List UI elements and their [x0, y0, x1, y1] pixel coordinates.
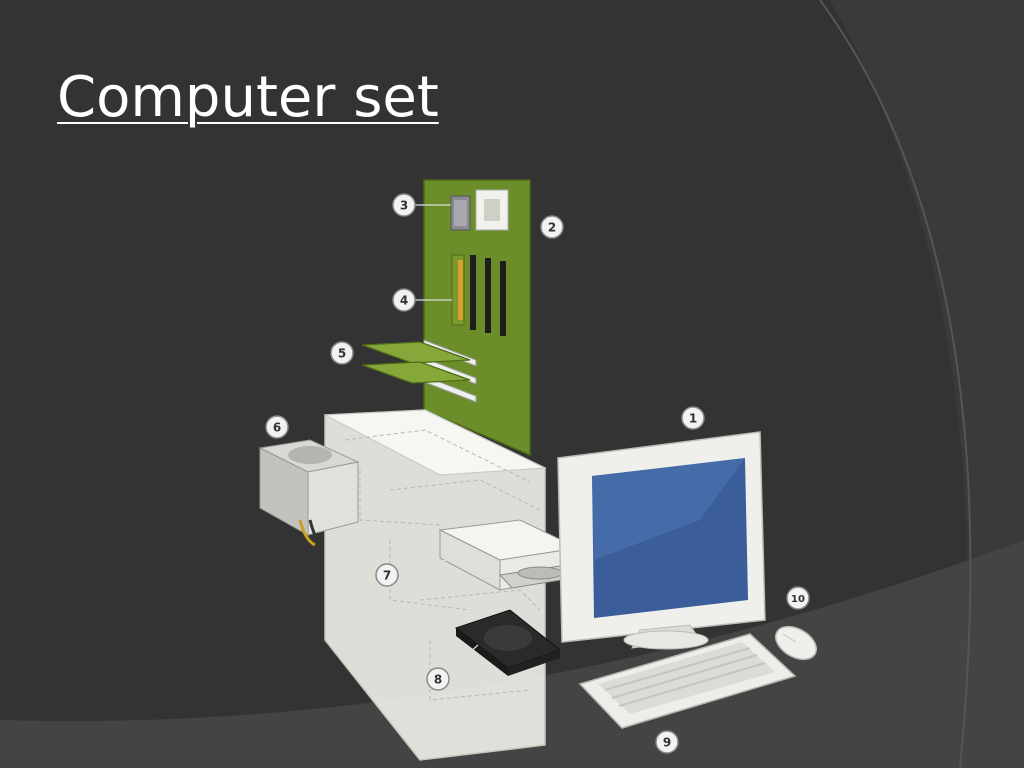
label-10: 10	[786, 586, 810, 610]
label-2-text: 2	[548, 221, 556, 235]
label-4-text: 4	[400, 294, 408, 308]
label-8-text: 8	[434, 673, 442, 687]
label-5: 5	[330, 341, 354, 365]
expansion-cards	[361, 341, 471, 384]
label-10-text: 10	[791, 594, 805, 605]
label-4: 4	[392, 288, 416, 312]
optical-drive	[438, 519, 587, 591]
keyboard	[578, 633, 797, 729]
label-3-text: 3	[400, 199, 408, 213]
label-2: 2	[540, 215, 564, 239]
label-7: 7	[375, 563, 399, 587]
label-9-text: 9	[663, 736, 671, 750]
label-9: 9	[655, 730, 679, 754]
label-6: 6	[265, 415, 289, 439]
computer-case	[323, 409, 547, 761]
label-3: 3	[392, 193, 416, 217]
ram-module	[451, 254, 465, 326]
slide-title: Computer set	[57, 65, 439, 130]
motherboard	[423, 179, 531, 457]
hard-drive	[454, 609, 562, 676]
label-8: 8	[426, 667, 450, 691]
leader-lines	[397, 204, 479, 673]
label-5-text: 5	[338, 347, 346, 361]
cpu-chip	[450, 195, 471, 231]
power-supply	[258, 439, 360, 547]
label-1: 1	[681, 406, 705, 430]
mouse	[774, 625, 818, 661]
label-7-text: 7	[383, 569, 391, 583]
monitor	[557, 431, 766, 650]
label-6-text: 6	[273, 421, 281, 435]
label-1-text: 1	[689, 412, 697, 426]
